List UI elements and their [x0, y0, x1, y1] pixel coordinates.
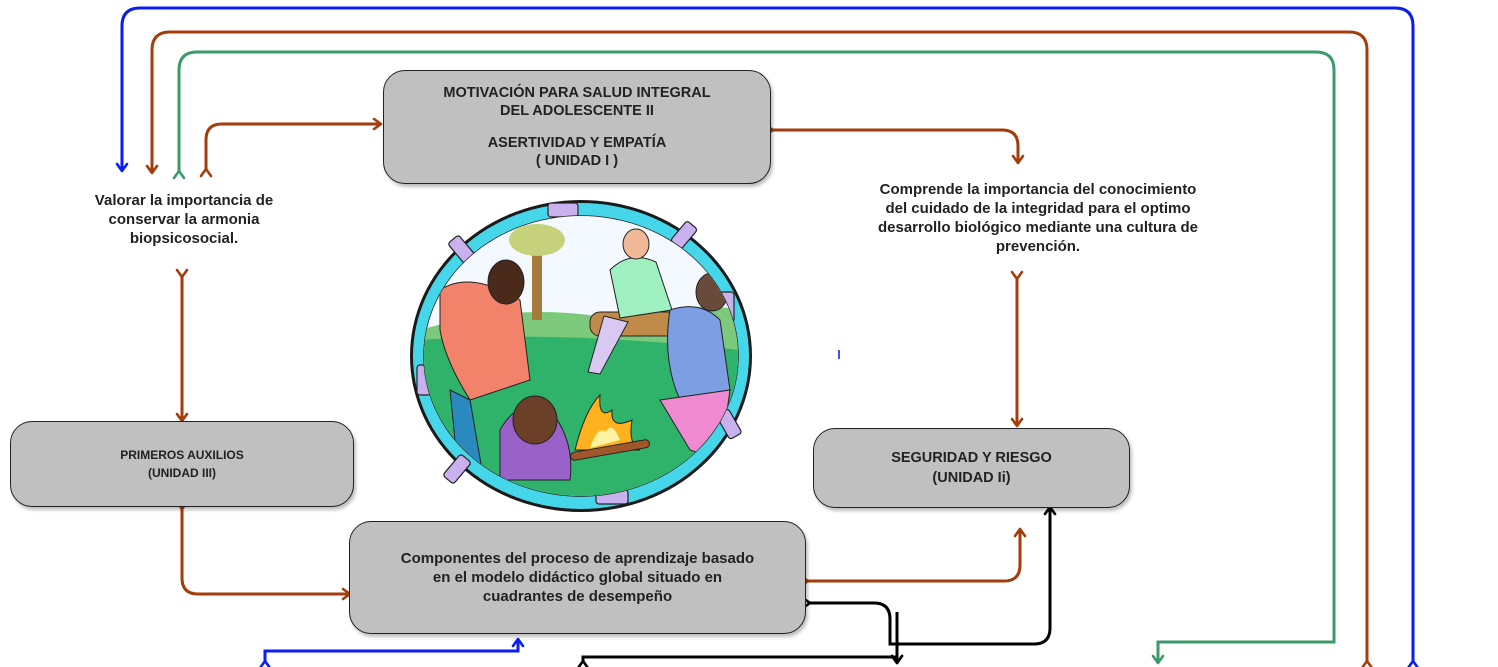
comprende-line1: Comprende la importancia del conocimient… [879, 181, 1197, 198]
blue-loop-connector [115, 6, 1420, 667]
motivacion-to-comprende-arrow [764, 123, 1025, 165]
auxilios-to-componentes-arrow [175, 500, 352, 601]
valorar-text: Valorar la importancia de conservar la a… [64, 191, 304, 248]
componentes-line2: en el modelo didáctico global situado en [432, 569, 723, 586]
motivacion-title-line2: DEL ADOLESCENTE II [500, 103, 654, 119]
valorar-to-motivacion-arrow [199, 117, 383, 178]
motivacion-subtitle: ASERTIVIDAD Y EMPATÍA [487, 135, 667, 151]
green-loop-connector [172, 50, 1336, 665]
motivacion-box: MOTIVACIÓN PARA SALUD INTEGRAL DEL ADOLE… [383, 70, 771, 184]
comprende-line4: prevención. [995, 238, 1081, 255]
valorar-line1: Valorar la importancia de [94, 192, 274, 209]
valorar-line2: conservar la armonia [108, 211, 260, 228]
seguridad-unit: (UNIDAD Ii) [932, 470, 1011, 486]
seguridad-title: SEGURIDAD Y RIESGO [891, 450, 1052, 466]
componentes-line1: Componentes del proceso de aprendizaje b… [400, 550, 755, 567]
brown-loop-connector [145, 30, 1374, 667]
componentes-to-seguridad-arrow [799, 527, 1027, 588]
comprende-line3: desarrollo biológico mediante una cultur… [877, 219, 1199, 236]
seguridad-riesgo-box: SEGURIDAD Y RIESGO (UNIDAD Ii) [813, 428, 1130, 508]
campfire-illustration [410, 200, 752, 512]
componentes-line3: cuadrantes de desempeño [482, 588, 673, 605]
componentes-box: Componentes del proceso de aprendizaje b… [349, 521, 806, 634]
comprende-line2: del cuidado de la integridad para el opt… [885, 200, 1191, 217]
primeros-auxilios-box: PRIMEROS AUXILIOS (UNIDAD III) [10, 421, 354, 507]
motivacion-title-line1: MOTIVACIÓN PARA SALUD INTEGRAL [443, 85, 711, 101]
black-bottom-connector [576, 654, 904, 667]
blue-bottom-connector [258, 637, 525, 667]
primeros-auxilios-unit: (UNIDAD III) [148, 466, 216, 480]
black-seguridad-loop-connector [801, 505, 1057, 646]
comprende-text: Comprende la importancia del conocimient… [818, 180, 1258, 256]
valorar-line3: biopsicosocial. [129, 230, 239, 247]
stray-blue-mark [838, 350, 840, 359]
motivacion-unit: ( UNIDAD I ) [535, 153, 619, 169]
primeros-auxilios-title: PRIMEROS AUXILIOS [120, 448, 244, 462]
